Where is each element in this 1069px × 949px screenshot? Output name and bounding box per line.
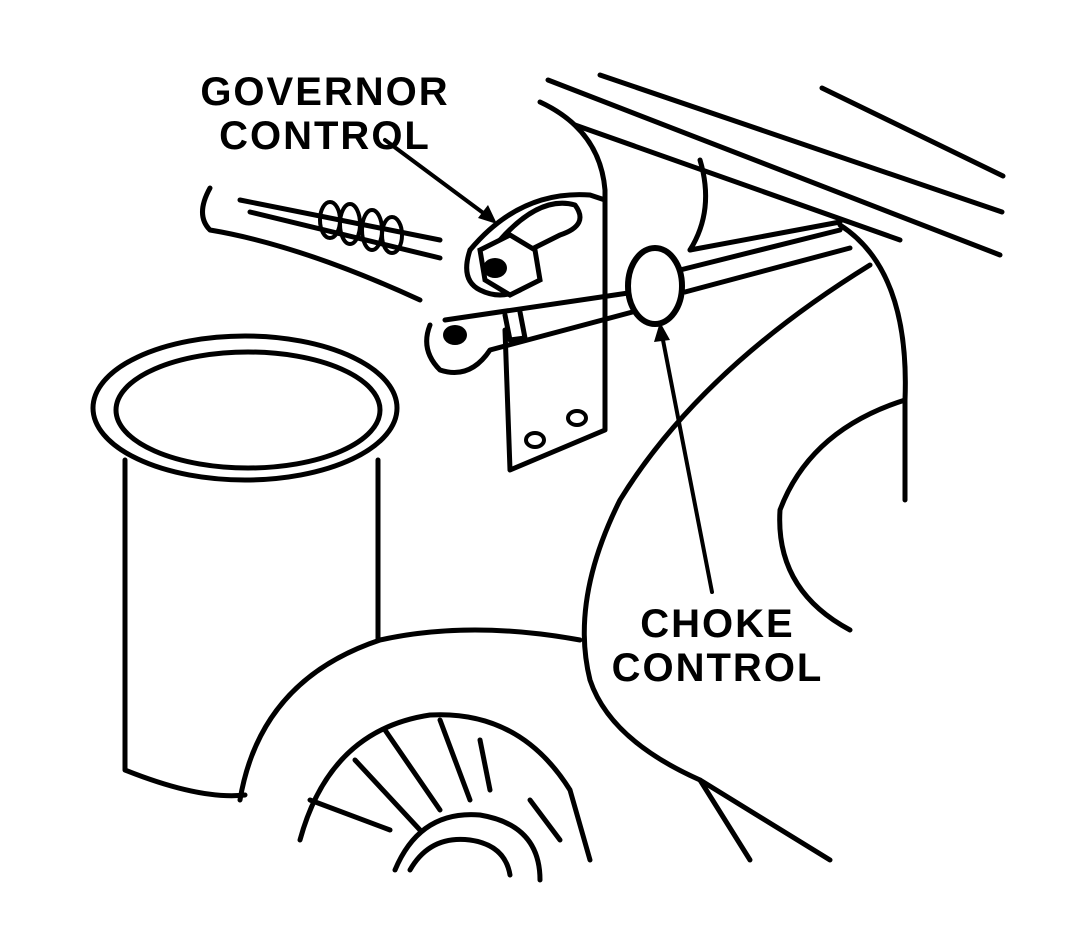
cable-spring-icon [318,200,404,255]
engine-shroud [581,219,908,863]
choke-leader-arrow [654,322,714,594]
air-cleaner-cylinder [90,333,400,799]
choke-label-line1: CHOKE [640,602,795,646]
choke-knob [625,245,685,327]
governor-bracket [464,192,608,473]
governor-label-line1: GOVERNOR [200,70,450,114]
wheel [237,627,593,883]
choke-control-label: CHOKE CONTROL [600,602,835,690]
cable-housing [200,185,443,303]
choke-rod [424,227,853,375]
governor-label-line2: CONTROL [219,114,431,158]
housing-top-lines [537,72,1006,258]
governor-control-label: GOVERNOR CONTROL [185,70,465,158]
governor-leader-arrow [383,138,497,224]
choke-label-line2: CONTROL [611,646,824,690]
